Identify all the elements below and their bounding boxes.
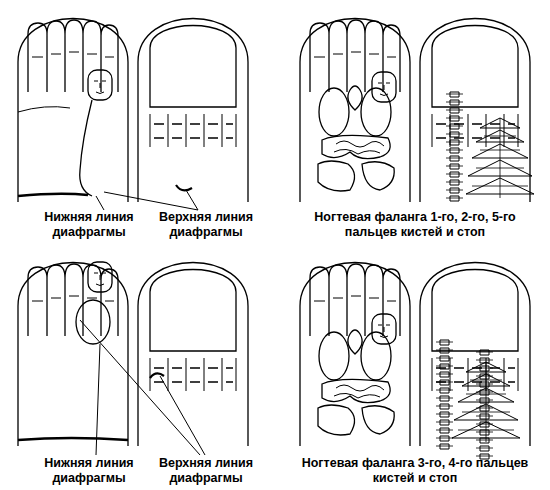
- diaphragm-hook: [176, 185, 192, 190]
- diaphragm-line: [18, 438, 128, 440]
- rib-map: [466, 118, 534, 198]
- toe-columns: [28, 264, 118, 336]
- spine-map: [446, 92, 463, 201]
- phalanx-outline: [138, 19, 248, 203]
- phalanx-outline: [420, 19, 530, 203]
- nail-area: [432, 26, 518, 148]
- phalanx-outline: [420, 263, 530, 447]
- phalanx-outline: [138, 263, 248, 447]
- nail-area: [150, 270, 236, 392]
- face-figure: [372, 314, 396, 344]
- head-circle: [76, 300, 110, 344]
- toe-columns: [310, 20, 400, 92]
- caption-label: Верхняя линия диафрагмы: [147, 456, 265, 486]
- phalanx-outline: [18, 263, 128, 447]
- leader-line: [96, 190, 198, 210]
- face-figure: [88, 262, 112, 292]
- phalanx-outline: [300, 263, 410, 447]
- face-figure: [88, 70, 112, 100]
- phalanx-outline: [18, 19, 128, 203]
- caption-label: Ногтевая фаланга 3-го, 4-го пальцев кист…: [288, 456, 542, 486]
- phalanx-outline: [300, 19, 410, 203]
- face-figure: [372, 72, 396, 102]
- rib-map: [452, 362, 520, 442]
- diaphragm-hook: [150, 373, 164, 378]
- organ-map: [318, 86, 394, 191]
- dome-line: [18, 107, 70, 112]
- nail-area: [150, 26, 236, 148]
- spine-map: [436, 340, 453, 449]
- caption-label: Нижняя линия диафрагмы: [30, 210, 148, 240]
- caption-label: Нижняя линия диафрагмы: [30, 456, 148, 486]
- caption-label: Ногтевая фаланга 1-го, 2-го, 5-го пальце…: [288, 210, 542, 240]
- organ-map: [318, 330, 394, 435]
- caption-label: Верхняя линия диафрагмы: [147, 210, 265, 240]
- nail-area: [432, 270, 518, 392]
- body-outline: [80, 100, 92, 196]
- diaphragm-line: [18, 194, 88, 196]
- leader-line: [80, 320, 205, 455]
